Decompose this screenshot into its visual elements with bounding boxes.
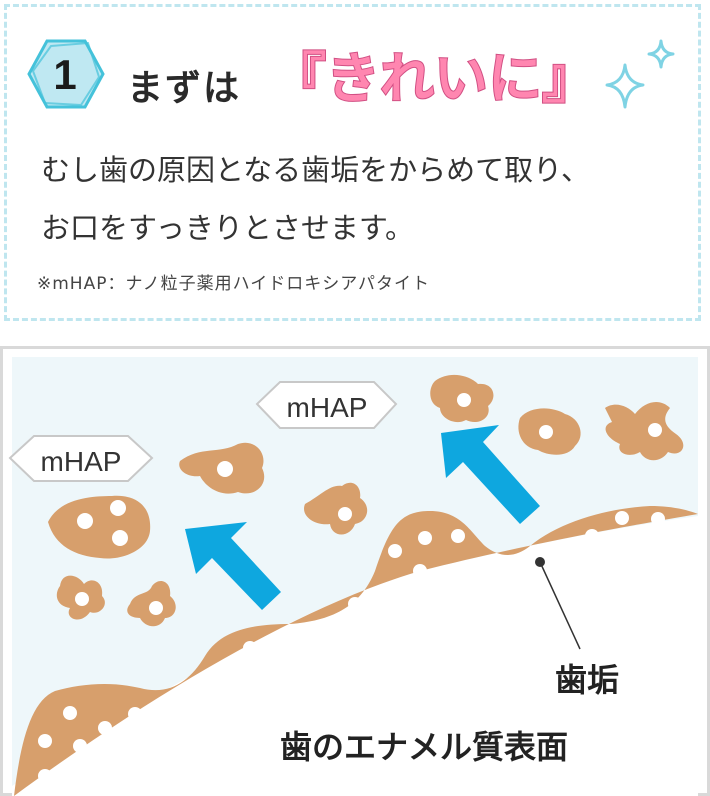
particle-dots	[75, 393, 662, 615]
plaque-dots	[38, 511, 665, 783]
mhap-hexagon-right	[255, 381, 398, 429]
lift-arrow-left	[185, 522, 281, 610]
step-number-badge: 1	[27, 39, 105, 109]
mhap-hexagon-left	[8, 435, 154, 482]
heading-emphasis-text: 『きれいに』	[272, 47, 596, 110]
heading-emphasis: 『きれいに』	[271, 46, 597, 111]
sparkle-icon	[605, 39, 675, 109]
intro-panel: 1 まずは 『きれいに』 むし歯の原因となる歯垢をからめて取り、 お口をすっきり…	[4, 4, 701, 321]
enamel-surface	[12, 516, 698, 796]
lift-arrow-right	[441, 425, 540, 524]
diagram-panel: mHAP mHAP 歯垢 歯のエナメル質表面	[0, 346, 710, 796]
enamel-label: 歯のエナメル質表面	[280, 728, 568, 766]
footnote: ※mHAP：ナノ粒子薬用ハイドロキシアパタイト	[37, 274, 430, 294]
plaque-particle	[304, 482, 368, 535]
mhap-label-left: mHAP	[41, 446, 122, 477]
mhap-label-right: mHAP	[287, 392, 368, 423]
plaque-removal-diagram: mHAP mHAP 歯垢 歯のエナメル質表面	[0, 346, 710, 796]
description-line-2: お口をすっきりとさせます。	[41, 211, 414, 245]
step-number: 1	[53, 51, 76, 98]
plaque-pointer-line	[539, 561, 581, 650]
plaque-particle	[605, 402, 684, 461]
description-line-1: むし歯の原因となる歯垢をからめて取り、	[41, 153, 590, 187]
heading-lead-text: まずは	[127, 68, 242, 109]
plaque-label: 歯垢	[555, 661, 619, 699]
